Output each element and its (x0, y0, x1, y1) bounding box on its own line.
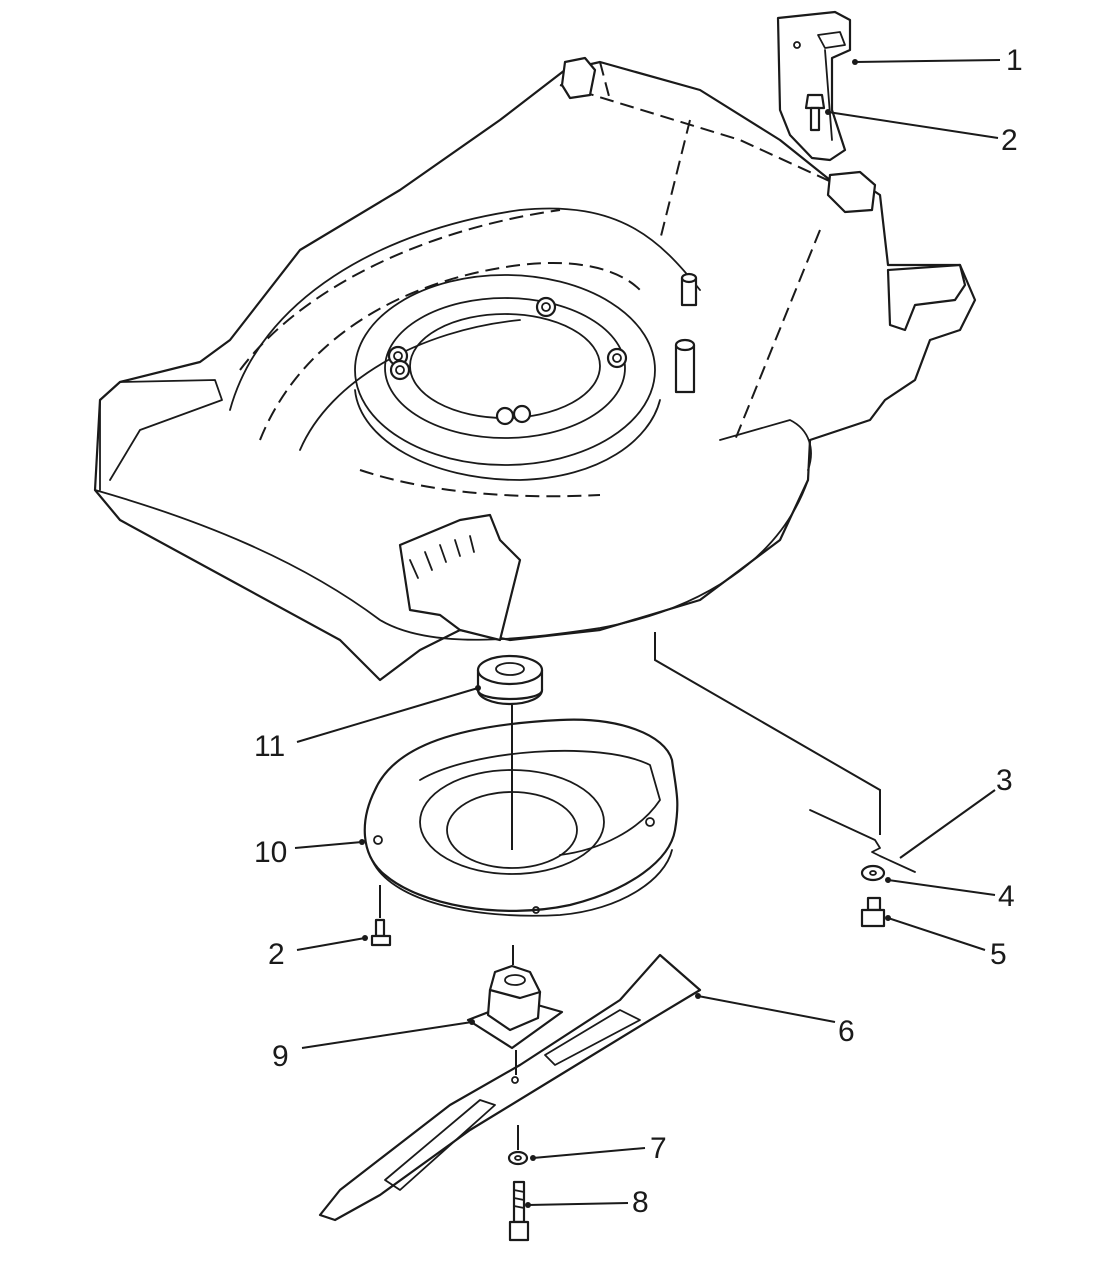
callout-1: 1 (1006, 44, 1023, 77)
deck-chute-edge (719, 419, 812, 471)
part-2-hinge-bolt (804, 93, 826, 132)
mower-deck (93, 56, 977, 682)
part-1-hinge-bracket (776, 10, 852, 162)
callout-2-top: 2 (1001, 124, 1018, 157)
deck-inner-curve-1 (229, 207, 701, 411)
callout-11: 11 (254, 730, 285, 763)
callout-10: 10 (254, 836, 287, 869)
callout-leaders (294, 59, 1001, 1208)
part-6-blade (318, 953, 702, 1222)
callout-labels: 1 2 3 4 2 5 6 7 8 9 10 11 (254, 44, 1023, 1219)
assembly-axes (379, 632, 881, 1150)
callout-3: 3 (996, 764, 1013, 797)
part-5-nut (860, 896, 886, 928)
part-7-blade-washer (507, 1150, 529, 1166)
front-bracket-slots (409, 535, 475, 579)
callout-8: 8 (632, 1186, 649, 1219)
deck-posts (674, 272, 698, 394)
front-wheel-bracket (398, 513, 522, 642)
part-8-blade-bolt (508, 1180, 530, 1242)
top-right-tab (826, 170, 877, 214)
motor-mount-ring (384, 297, 626, 439)
left-bumper (99, 379, 223, 491)
rear-handle-bracket (886, 263, 967, 332)
deck-inner-curve-2 (259, 262, 641, 441)
part-2-baffle-bolt (370, 918, 392, 947)
deck-skirt (94, 479, 809, 641)
deck-inner-curve-3 (299, 319, 521, 451)
top-left-tab (560, 56, 597, 100)
deck-hidden-front (239, 209, 601, 498)
deck-shell (93, 60, 977, 682)
bolt-bosses (387, 296, 628, 426)
motor-mount-outer (354, 274, 656, 466)
callout-6: 6 (838, 1015, 855, 1048)
callout-5: 5 (990, 938, 1007, 971)
callout-2-lower: 2 (268, 938, 285, 971)
part-10-baffle-plate (363, 718, 679, 917)
motor-mount-base (354, 389, 661, 481)
callout-4: 4 (998, 880, 1015, 913)
part-9-blade-adapter (466, 964, 564, 1050)
part-3-rod (809, 809, 916, 873)
callout-9: 9 (272, 1040, 289, 1073)
part-11-bearing (476, 654, 544, 706)
part-4-washer (860, 864, 886, 882)
callout-7: 7 (650, 1132, 667, 1165)
